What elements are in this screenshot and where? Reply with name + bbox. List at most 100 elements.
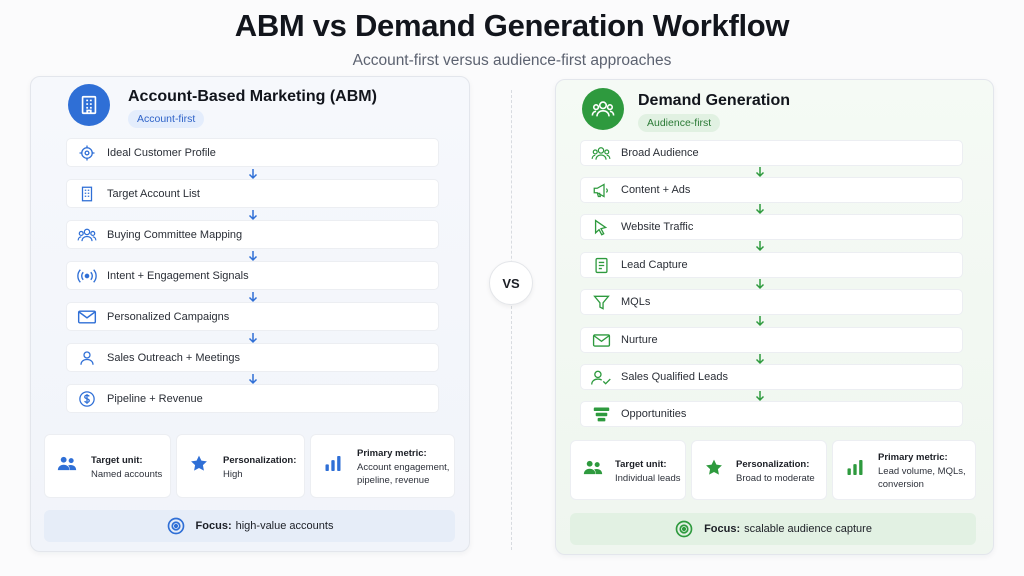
megaphone-icon — [581, 182, 621, 199]
dg-step-label: Sales Qualified Leads — [621, 371, 729, 383]
dg-step: Broad Audience — [580, 140, 963, 166]
down-arrow-icon — [755, 391, 765, 402]
dg-step-label: Nurture — [621, 334, 658, 346]
down-arrow-icon — [755, 316, 765, 327]
bar-chart-icon — [845, 458, 865, 483]
people-icon — [57, 455, 77, 478]
stat-value: Named accounts — [91, 469, 163, 480]
center-divider — [511, 90, 512, 550]
stat-value: High — [223, 469, 243, 480]
dg-step: Nurture — [580, 327, 963, 353]
abm-building-icon — [68, 84, 110, 126]
stat-label: Target unit: — [91, 455, 143, 466]
stat-value: Individual leads — [615, 473, 681, 484]
abm-title: Account-Based Marketing (ABM) — [128, 88, 377, 105]
abm-step: Personalized Campaigns — [66, 302, 439, 331]
stat-value: Lead volume, MQLs, conversion — [878, 466, 966, 490]
target-circle-icon — [167, 517, 184, 535]
abm-focus-bar: Focus: high-value accounts — [44, 510, 455, 542]
down-arrow-icon — [755, 204, 765, 215]
down-arrow-icon — [248, 169, 258, 180]
abm-step: Buying Committee Mapping — [66, 220, 439, 249]
cursor-icon — [581, 218, 621, 236]
stack-icon — [581, 406, 621, 423]
focus-label: Focus: — [195, 520, 232, 532]
down-arrow-icon — [248, 374, 258, 385]
abm-stat-primary-metric: Primary metric: Account engagement, pipe… — [310, 434, 455, 498]
funnel-icon — [581, 294, 621, 311]
down-arrow-icon — [248, 210, 258, 221]
abm-step: Target Account List — [66, 179, 439, 208]
dg-step: Lead Capture — [580, 252, 963, 278]
abm-badge: Account-first — [128, 110, 205, 128]
abm-step-label: Sales Outreach + Meetings — [107, 351, 240, 364]
abm-step: Ideal Customer Profile — [66, 138, 439, 167]
dg-title: Demand Generation — [638, 92, 791, 109]
down-arrow-icon — [755, 241, 765, 252]
dg-focus-bar: Focus: scalable audience capture — [570, 513, 976, 545]
dg-step-label: Website Traffic — [621, 221, 694, 233]
down-arrow-icon — [755, 167, 765, 178]
target-circle-icon — [675, 520, 693, 538]
dg-step: Opportunities — [580, 401, 963, 427]
stat-label: Primary metric: — [357, 448, 427, 459]
abm-step-label: Personalized Campaigns — [107, 310, 230, 323]
stat-value: Broad to moderate — [736, 473, 815, 484]
building-icon — [67, 185, 107, 203]
target-icon — [67, 144, 107, 162]
abm-step: Pipeline + Revenue — [66, 384, 439, 413]
people-icon — [583, 459, 603, 482]
star-icon — [189, 454, 209, 479]
dg-people-icon — [582, 88, 624, 130]
dg-step: Website Traffic — [580, 214, 963, 240]
abm-step: Sales Outreach + Meetings — [66, 343, 439, 372]
dg-step: MQLs — [580, 289, 963, 315]
dg-stat-target-unit: Target unit: Individual leads — [570, 440, 686, 500]
stat-label: Personalization: — [736, 459, 810, 470]
abm-step-label: Intent + Engagement Signals — [107, 269, 249, 282]
dg-stat-primary-metric: Primary metric: Lead volume, MQLs, conve… — [832, 440, 976, 500]
focus-value: high-value accounts — [235, 520, 334, 532]
dg-badge: Audience-first — [638, 114, 721, 132]
dg-step-label: Lead Capture — [621, 259, 688, 271]
abm-stat-personalization: Personalization: High — [176, 434, 305, 498]
stat-label: Primary metric: — [878, 452, 948, 463]
focus-value: scalable audience capture — [744, 523, 872, 535]
dg-step-label: Content + Ads — [621, 184, 691, 196]
dg-step: Content + Ads — [580, 177, 963, 203]
dg-step-label: Opportunities — [621, 408, 687, 420]
stat-label: Target unit: — [615, 459, 667, 470]
signal-icon — [67, 267, 107, 285]
focus-label: Focus: — [704, 523, 741, 535]
dg-step: Sales Qualified Leads — [580, 364, 963, 390]
down-arrow-icon — [755, 279, 765, 290]
abm-step-label: Pipeline + Revenue — [107, 392, 203, 405]
stat-label: Personalization: — [223, 455, 297, 466]
form-icon — [581, 257, 621, 274]
stat-value: Account engagement, pipeline, revenue — [357, 462, 450, 486]
abm-step: Intent + Engagement Signals — [66, 261, 439, 290]
abm-step-label: Ideal Customer Profile — [107, 146, 216, 159]
down-arrow-icon — [755, 354, 765, 365]
user-check-icon — [581, 369, 621, 386]
down-arrow-icon — [248, 251, 258, 262]
vs-badge: VS — [489, 261, 533, 305]
person-icon — [67, 349, 107, 367]
down-arrow-icon — [248, 333, 258, 344]
down-arrow-icon — [248, 292, 258, 303]
dg-stat-personalization: Personalization: Broad to moderate — [691, 440, 827, 500]
dg-step-label: Broad Audience — [621, 147, 699, 159]
abm-step-label: Buying Committee Mapping — [107, 228, 243, 241]
page-title: ABM vs Demand Generation Workflow — [234, 8, 790, 43]
mail-icon — [581, 333, 621, 348]
bar-chart-icon — [323, 454, 343, 479]
page-subtitle: Account-first versus audience-first appr… — [352, 52, 672, 69]
abm-stat-target-unit: Target unit: Named accounts — [44, 434, 171, 498]
dg-step-label: MQLs — [621, 296, 651, 308]
mail-icon — [67, 309, 107, 325]
group-icon — [67, 226, 107, 244]
group-icon — [581, 145, 621, 162]
dollar-icon — [67, 390, 107, 408]
star-icon — [704, 458, 724, 483]
abm-step-label: Target Account List — [107, 187, 200, 200]
